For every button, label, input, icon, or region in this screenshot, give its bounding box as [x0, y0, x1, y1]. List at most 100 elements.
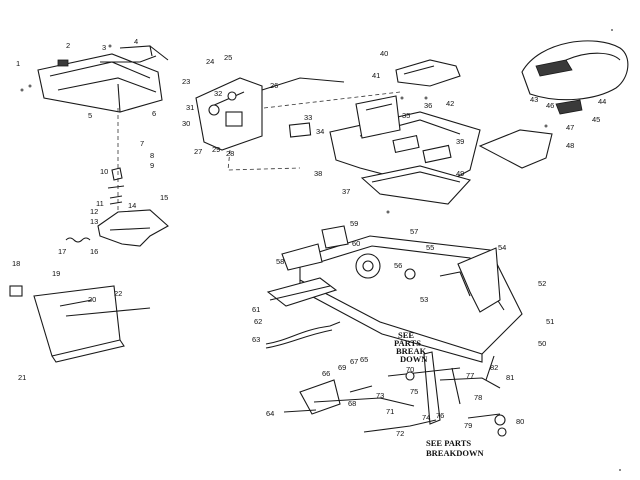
callout-label: 40 — [380, 49, 388, 58]
small-plate — [9, 285, 23, 297]
callout-label: 70 — [406, 365, 414, 374]
callout-label: 8 — [150, 151, 154, 160]
callout-label: 17 — [58, 247, 66, 256]
callout-label: 25 — [224, 53, 232, 62]
hood-cover — [395, 59, 461, 87]
callout-label: 19 — [52, 269, 60, 278]
note-line: PARTS — [394, 338, 421, 348]
callout-label: 21 — [18, 373, 26, 382]
callout-label: 30 — [182, 119, 190, 128]
callout-label: 5 — [88, 111, 92, 120]
note-line: SEE — [398, 330, 414, 340]
callout-label: 33 — [304, 113, 312, 122]
fasteners — [20, 29, 621, 471]
tie-rod — [265, 321, 341, 345]
callout-label: 37 — [342, 187, 350, 196]
callout-label: 42 — [446, 99, 454, 108]
see-parts-note-upper: SEE PARTS BREAK DOWN — [394, 330, 428, 364]
callout-label: 80 — [516, 417, 524, 426]
callout-label: 7 — [140, 139, 144, 148]
callout-label: 16 — [90, 247, 98, 256]
callout-label: 43 — [530, 95, 538, 104]
callout-label: 71 — [386, 407, 394, 416]
callout-label: 35 — [402, 111, 410, 120]
callout-label: 2 — [66, 41, 70, 50]
callout-label: 60 — [352, 239, 360, 248]
callout-label: 66 — [322, 369, 330, 378]
callout-label: 52 — [538, 279, 546, 288]
callout-label: 78 — [474, 393, 482, 402]
callout-label: 13 — [90, 217, 98, 226]
dash-panel — [37, 53, 163, 113]
battery-tray-rim — [371, 171, 461, 183]
steering-column — [107, 108, 125, 230]
callout-label: 48 — [566, 141, 574, 150]
note-line: BREAKDOWN — [426, 448, 484, 458]
front-axle — [266, 277, 338, 307]
side-panel — [33, 285, 151, 363]
callout-label: 51 — [546, 317, 554, 326]
callout-label: 32 — [214, 89, 222, 98]
see-parts-note-lower: SEE PARTS BREAKDOWN — [426, 438, 484, 458]
callout-label: 79 — [464, 421, 472, 430]
callout-label: 55 — [426, 243, 434, 252]
callout-label: 74 — [422, 413, 430, 422]
callout-label: 75 — [410, 387, 418, 396]
decal — [288, 122, 312, 138]
callout-label: 59 — [350, 219, 358, 228]
callout-label: 81 — [506, 373, 514, 382]
seat-bracket — [555, 99, 583, 115]
callout-label: 22 — [114, 289, 122, 298]
callout-label: 1 — [16, 59, 20, 68]
callout-label: 54 — [498, 243, 506, 252]
callout-label: 45 — [592, 115, 600, 124]
callout-label: 28 — [226, 149, 234, 158]
callout-label: 39 — [456, 137, 464, 146]
callout-label: 10 — [100, 167, 108, 176]
callout-label: 26 — [270, 81, 278, 90]
callout-label: 41 — [372, 71, 380, 80]
callout-label: 61 — [252, 305, 260, 314]
body-pan — [329, 95, 481, 189]
callout-label: 67 — [350, 357, 358, 366]
spring — [65, 237, 91, 243]
callout-label: 49 — [456, 169, 464, 178]
callout-label: 56 — [394, 261, 402, 270]
callout-label: 31 — [186, 103, 194, 112]
callout-label: 24 — [206, 57, 214, 66]
rear-fender — [478, 129, 553, 169]
callout-label: 53 — [420, 295, 428, 304]
callout-label: 50 — [538, 339, 546, 348]
callout-label: 36 — [424, 101, 432, 110]
heat-shield — [97, 209, 169, 247]
callout-label: 14 — [128, 201, 136, 210]
callout-label: 4 — [134, 37, 138, 46]
callout-label: 72 — [396, 429, 404, 438]
callout-label: 65 — [360, 355, 368, 364]
battery-tray — [360, 165, 472, 205]
callout-labels: 1 2 3 4 5 6 7 8 9 10 11 12 13 14 15 16 1… — [12, 37, 606, 438]
callout-label: 29 — [212, 145, 220, 154]
callout-label: 20 — [88, 295, 96, 304]
note-line: DOWN — [400, 354, 428, 364]
callout-label: 23 — [182, 77, 190, 86]
callout-label: 57 — [410, 227, 418, 236]
front-bracket — [281, 243, 323, 271]
instrument-panel — [195, 77, 345, 151]
callout-label: 27 — [194, 147, 202, 156]
callout-label: 69 — [338, 363, 346, 372]
callout-label: 6 — [152, 109, 156, 118]
callout-label: 34 — [316, 127, 324, 136]
front-bracket — [321, 225, 349, 249]
leader-line — [263, 91, 401, 109]
note-line: SEE PARTS — [426, 438, 471, 448]
fender-support — [457, 247, 501, 313]
tie-rod — [265, 329, 333, 349]
callout-label: 47 — [566, 123, 574, 132]
callout-label: 76 — [436, 411, 444, 420]
callout-label: 62 — [254, 317, 262, 326]
callout-label: 68 — [348, 399, 356, 408]
note-line: BREAK — [396, 346, 427, 356]
bracket — [119, 45, 169, 61]
